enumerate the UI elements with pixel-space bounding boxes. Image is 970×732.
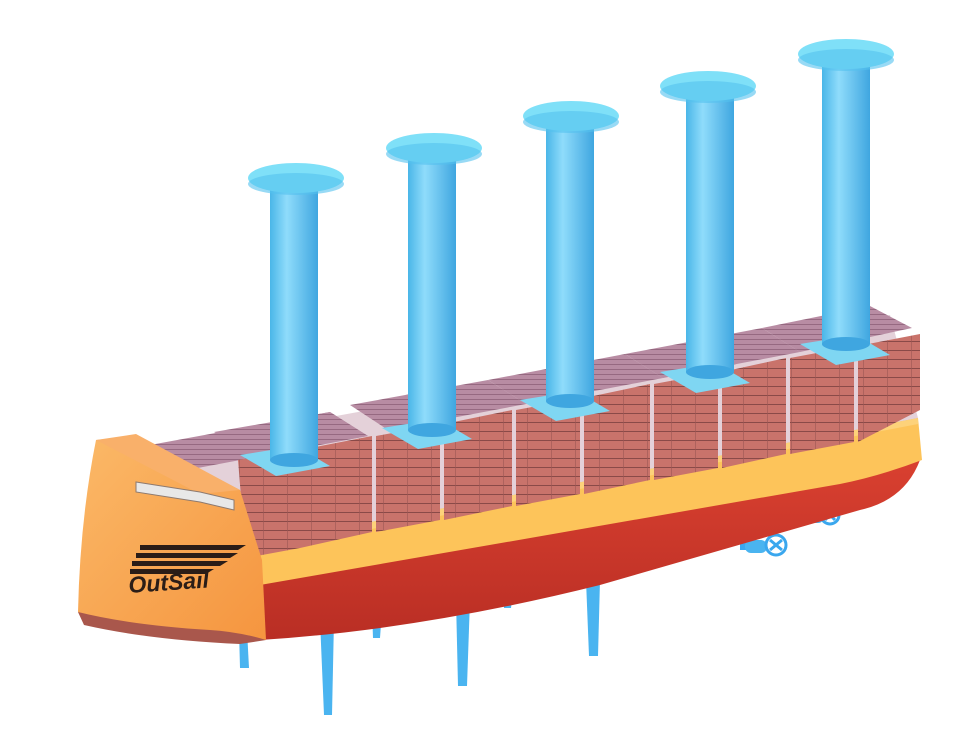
container-stacks — [238, 334, 920, 558]
bridge-windows — [135, 481, 235, 511]
rotor-sail-2 — [386, 133, 482, 437]
rotor-sail-5 — [798, 39, 894, 351]
rotor-sail-3 — [523, 101, 619, 408]
rotor-sail-4 — [660, 71, 756, 379]
bridge-roof — [96, 434, 240, 494]
container-block — [516, 398, 580, 506]
container-block — [722, 358, 786, 468]
foil-4 — [456, 600, 470, 686]
container-block — [790, 346, 854, 454]
container-block — [858, 334, 920, 442]
foil-6 — [586, 580, 600, 656]
rotor-sail-1 — [248, 163, 344, 467]
container-block — [654, 372, 718, 480]
brand-logo-text: OutSail — [128, 566, 211, 598]
bow — [78, 434, 266, 644]
speed-lines-icon — [130, 545, 246, 574]
foil-2 — [320, 620, 334, 715]
container-block — [376, 424, 440, 532]
container-block — [238, 450, 300, 558]
foils — [239, 580, 600, 715]
propeller-icon — [769, 538, 783, 552]
hull-lower — [220, 460, 920, 640]
